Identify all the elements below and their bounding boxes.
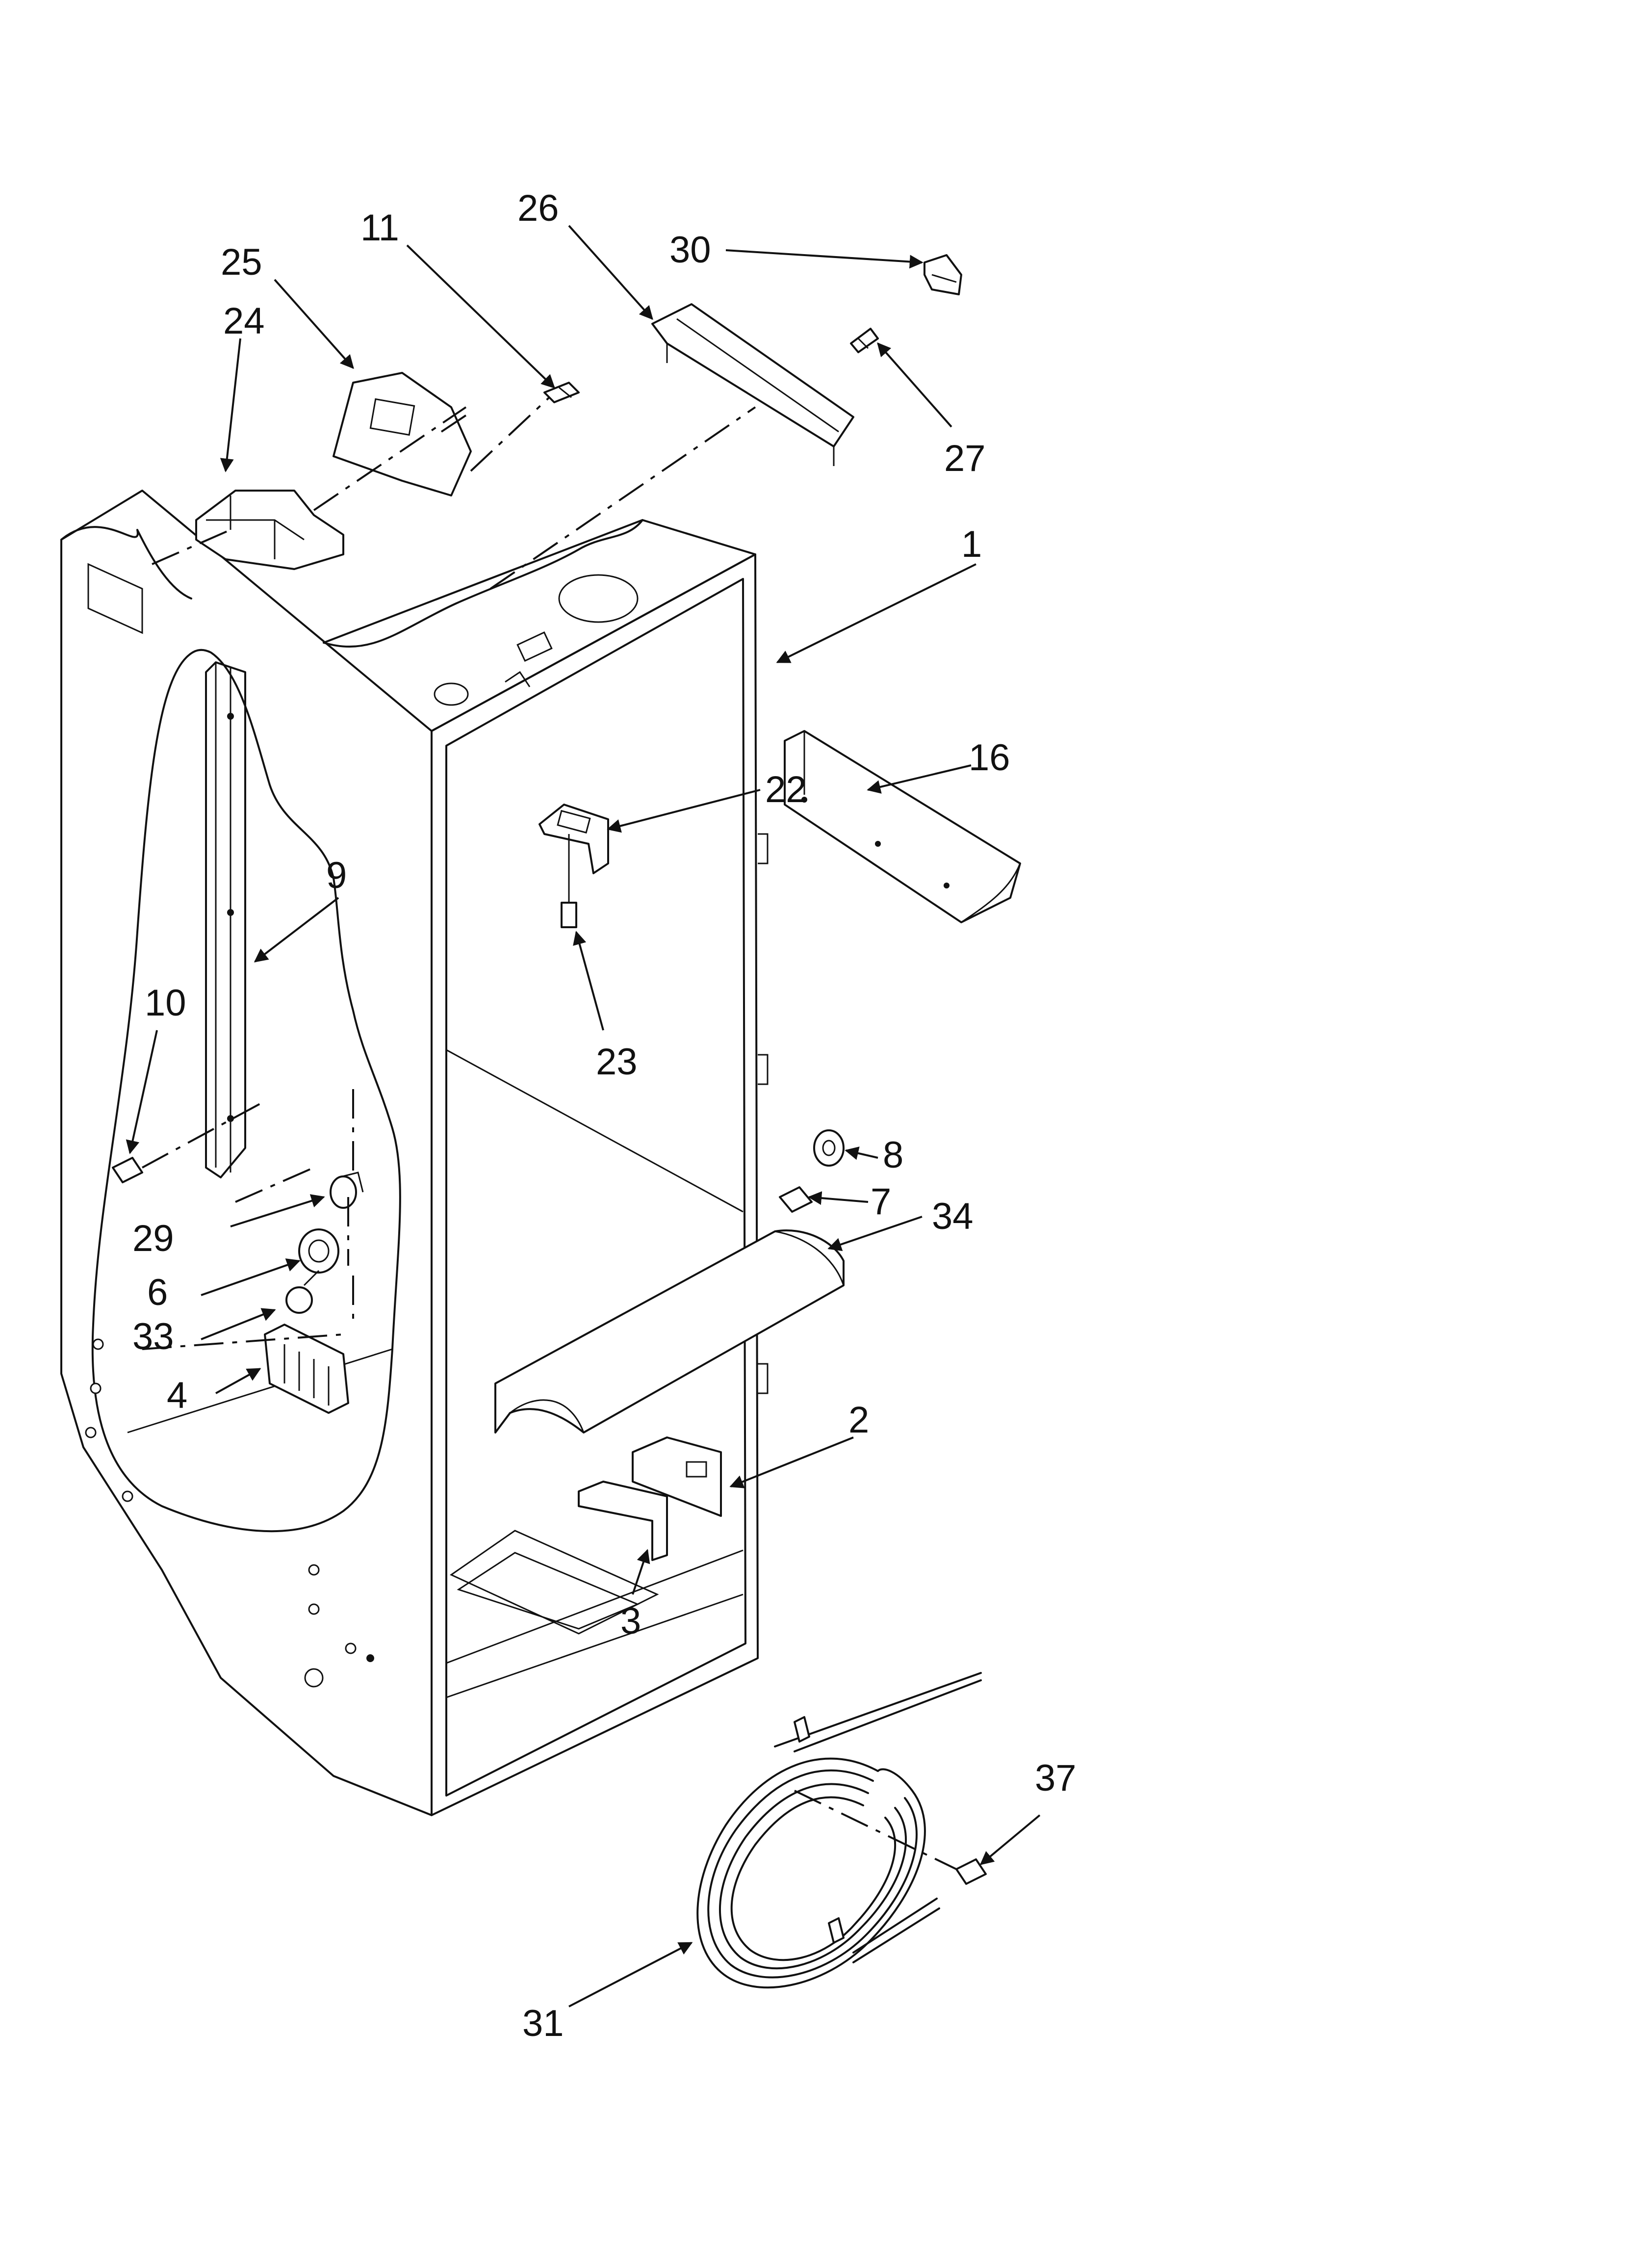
callout-16: 16 xyxy=(969,737,1010,779)
callout-10: 10 xyxy=(145,982,186,1024)
callout-31: 31 xyxy=(522,2003,564,2044)
callout-9: 9 xyxy=(326,855,347,896)
callout-33: 33 xyxy=(132,1316,174,1357)
screw-10 xyxy=(112,1157,143,1183)
control-knob-6 xyxy=(298,1228,339,1274)
grille-4 xyxy=(264,1324,349,1414)
callout-37: 37 xyxy=(1035,1757,1077,1799)
callout-30: 30 xyxy=(669,229,711,271)
clip-30 xyxy=(924,254,962,295)
callout-leaders xyxy=(126,225,1041,2007)
callout-23: 23 xyxy=(596,1041,638,1083)
air-duct-26 xyxy=(651,303,854,466)
bracket-2 xyxy=(632,1436,722,1517)
screw-11 xyxy=(543,382,580,403)
screw-37 xyxy=(955,1858,987,1885)
cover-34 xyxy=(494,1229,845,1434)
callout-11: 11 xyxy=(360,207,399,249)
callout-24: 24 xyxy=(223,300,265,342)
water-tube-31 xyxy=(696,1672,982,1989)
bulb-33 xyxy=(285,1270,320,1314)
pivot-8 xyxy=(813,1129,845,1167)
socket-29 xyxy=(330,1172,364,1209)
callout-29: 29 xyxy=(132,1218,174,1259)
bracket-22 xyxy=(539,804,609,874)
cabinet-liner xyxy=(60,490,769,1816)
callout-34: 34 xyxy=(932,1196,974,1237)
callout-25: 25 xyxy=(221,241,262,283)
screw-27 xyxy=(850,328,879,353)
duct-16 xyxy=(784,730,1021,923)
callout-1: 1 xyxy=(961,523,982,565)
callout-3: 3 xyxy=(620,1600,641,1642)
screw-7 xyxy=(779,1186,813,1213)
screw-23 xyxy=(561,834,577,928)
callout-labels: 1 2 3 4 6 7 8 9 10 11 16 22 23 24 25 26 … xyxy=(132,187,1077,2044)
control-housing xyxy=(195,490,344,570)
callout-26: 26 xyxy=(517,187,559,229)
assembly-lines xyxy=(142,396,957,1870)
callout-8: 8 xyxy=(883,1134,903,1176)
callout-2: 2 xyxy=(848,1399,869,1441)
callout-7: 7 xyxy=(871,1181,891,1223)
control-cover xyxy=(333,372,472,496)
callout-6: 6 xyxy=(147,1272,168,1313)
bracket-3 xyxy=(578,1481,668,1561)
callout-4: 4 xyxy=(167,1375,187,1416)
callout-22: 22 xyxy=(765,769,807,810)
callout-27: 27 xyxy=(944,438,986,479)
